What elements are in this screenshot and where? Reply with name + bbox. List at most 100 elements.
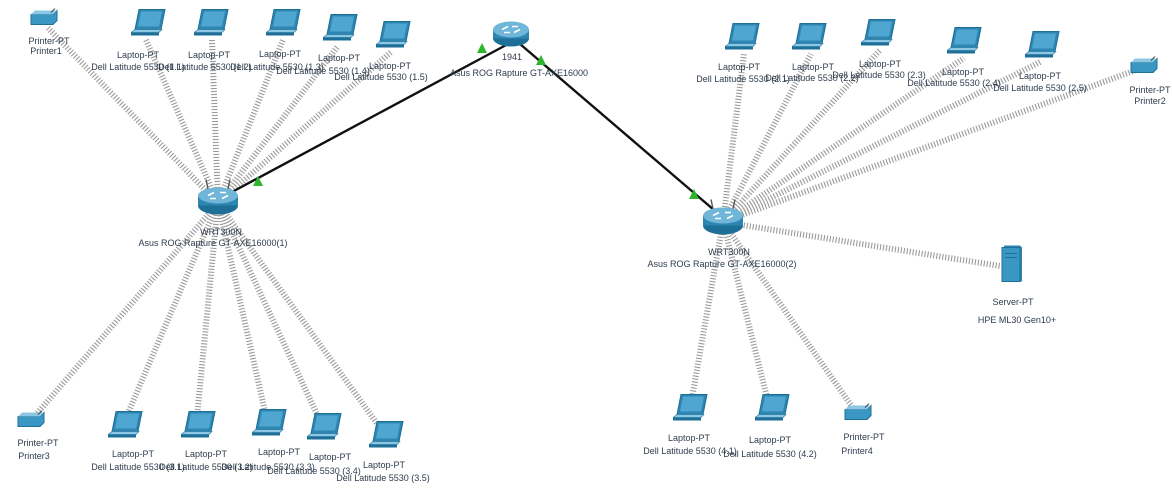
printer-2-name-label: Printer2 [1134,96,1166,106]
printer-icon [1130,56,1158,73]
printer-icon [30,8,58,25]
laptop-icon [946,27,982,54]
laptop-2-2[interactable] [791,23,830,58]
laptop-3-2-name-label: Dell Latitude 5530 (3.2) [159,462,253,472]
wireless-link-2-6 [721,67,1138,225]
wireless-link-1-6 [216,49,393,206]
laptop-icon [375,21,411,48]
laptop-1-4-model-label: Laptop-PT [317,53,361,63]
laptop-1-2-name-label: Dell Latitude 5530 (1.2) [158,62,252,72]
laptop-2-4[interactable] [946,27,985,62]
printer-1-name-label: Printer1 [30,46,62,56]
laptop-4-1-model-label: Laptop-PT [667,433,711,443]
laptop-3-2-model-label: Laptop-PT [184,449,228,459]
laptop-icon [193,9,229,36]
cable-link-1[interactable] [231,42,509,194]
link-up-indicator-1 [477,43,487,53]
wireless-link-2-10 [720,220,856,410]
laptop-4-1[interactable] [672,394,711,429]
printer-icon [844,403,872,420]
laptop-1-1[interactable] [130,9,169,44]
wireless-router-1-name-label: Asus ROG Rapture GT-AXE16000(1) [138,238,288,248]
laptop-1-4-name-label: Dell Latitude 5530 (1.4) [276,66,370,76]
wireless-router-icon [703,199,743,235]
server-icon [1001,245,1022,282]
printer-4[interactable] [843,403,873,427]
core-router-model-label: 1941 [501,52,523,62]
core-router[interactable] [491,19,531,54]
laptop-1-5-model-label: Laptop-PT [368,61,412,71]
router-icon [493,21,529,47]
wireless-link-1-10 [215,202,271,426]
printer-2-model-label: Printer-PT [1129,85,1171,95]
wireless-link-1-11 [215,201,327,431]
wireless-link-1-7 [31,201,221,419]
laptop-3-4[interactable] [306,413,345,448]
laptop-1-4[interactable] [322,14,361,49]
laptop-1-2[interactable] [193,9,232,44]
laptop-2-5-model-label: Laptop-PT [1018,71,1062,81]
wireless-link-2-9 [720,221,773,410]
wireless-link-2-1 [720,53,747,223]
laptop-3-5-name-label: Dell Latitude 5530 (3.5) [336,473,430,483]
laptop-2-3-name-label: Dell Latitude 5530 (2.3) [832,70,926,80]
laptop-2-3[interactable] [860,19,899,54]
laptop-2-4-name-label: Dell Latitude 5530 (2.4) [907,78,1001,88]
laptop-4-2[interactable] [754,394,793,429]
wireless-router-1[interactable] [196,178,240,223]
wireless-router-2-name-label: Asus ROG Rapture GT-AXE16000(2) [647,259,797,269]
link-up-indicator-2 [536,55,546,65]
wireless-router-icon [198,179,238,215]
laptop-2-2-model-label: Laptop-PT [791,62,835,72]
laptop-3-4-name-label: Dell Latitude 5530 (3.4) [267,466,361,476]
laptop-2-3-model-label: Laptop-PT [858,59,902,69]
printer-3[interactable] [16,410,46,434]
server[interactable] [1000,244,1024,289]
laptop-3-3-name-label: Dell Latitude 5530 (3.3) [221,462,315,472]
laptop-3-2[interactable] [180,411,219,446]
laptop-3-5-model-label: Laptop-PT [362,460,406,470]
laptop-2-5[interactable] [1024,31,1063,66]
printer-1[interactable] [29,8,59,32]
laptop-icon [180,411,216,438]
printer-4-model-label: Printer-PT [843,432,885,442]
laptop-4-2-name-label: Dell Latitude 5530 (4.2) [723,449,817,459]
laptop-icon [306,413,342,440]
laptop-2-5-name-label: Dell Latitude 5530 (2.5) [993,83,1087,93]
link-up-indicator-3 [253,176,263,186]
laptop-2-1[interactable] [724,23,763,58]
laptop-3-1[interactable] [107,411,146,446]
laptop-icon [791,23,827,50]
wireless-link-1-4 [215,38,286,205]
laptop-3-4-model-label: Laptop-PT [308,452,352,462]
wireless-router-1-model-label: WRT300N [200,227,242,237]
printer-3-model-label: Printer-PT [17,438,59,448]
wireless-link-2-4 [721,55,966,225]
laptop-icon [265,9,301,36]
laptop-1-3-name-label: Dell Latitude 5530 (1.3) [230,62,324,72]
laptop-icon [322,14,358,41]
laptop-3-5[interactable] [368,421,407,456]
laptop-2-1-name-label: Dell Latitude 5530 (2.1) [696,74,790,84]
laptop-4-1-name-label: Dell Latitude 5530 (4.1) [643,446,737,456]
laptop-3-3[interactable] [251,409,290,444]
printer-1-model-label: Printer-PT [28,36,70,46]
wireless-router-2[interactable] [701,198,745,243]
laptop-icon [672,394,708,421]
laptop-1-5-name-label: Dell Latitude 5530 (1.5) [334,72,428,82]
laptop-1-3[interactable] [265,9,304,44]
laptop-3-3-model-label: Laptop-PT [257,447,301,457]
laptop-1-1-model-label: Laptop-PT [116,50,160,60]
laptop-2-1-model-label: Laptop-PT [717,62,761,72]
printer-2[interactable] [1129,56,1159,80]
laptop-icon [754,394,790,421]
laptop-4-2-model-label: Laptop-PT [748,435,792,445]
printer-4-name-label: Printer4 [841,446,873,456]
laptop-1-1-name-label: Dell Latitude 5530 (1.1) [91,62,185,72]
server-name-label: HPE ML30 Gen10+ [977,315,1057,325]
link-up-indicator-4 [689,189,699,199]
cable-link-2[interactable] [519,43,715,211]
laptop-1-5[interactable] [375,21,414,56]
